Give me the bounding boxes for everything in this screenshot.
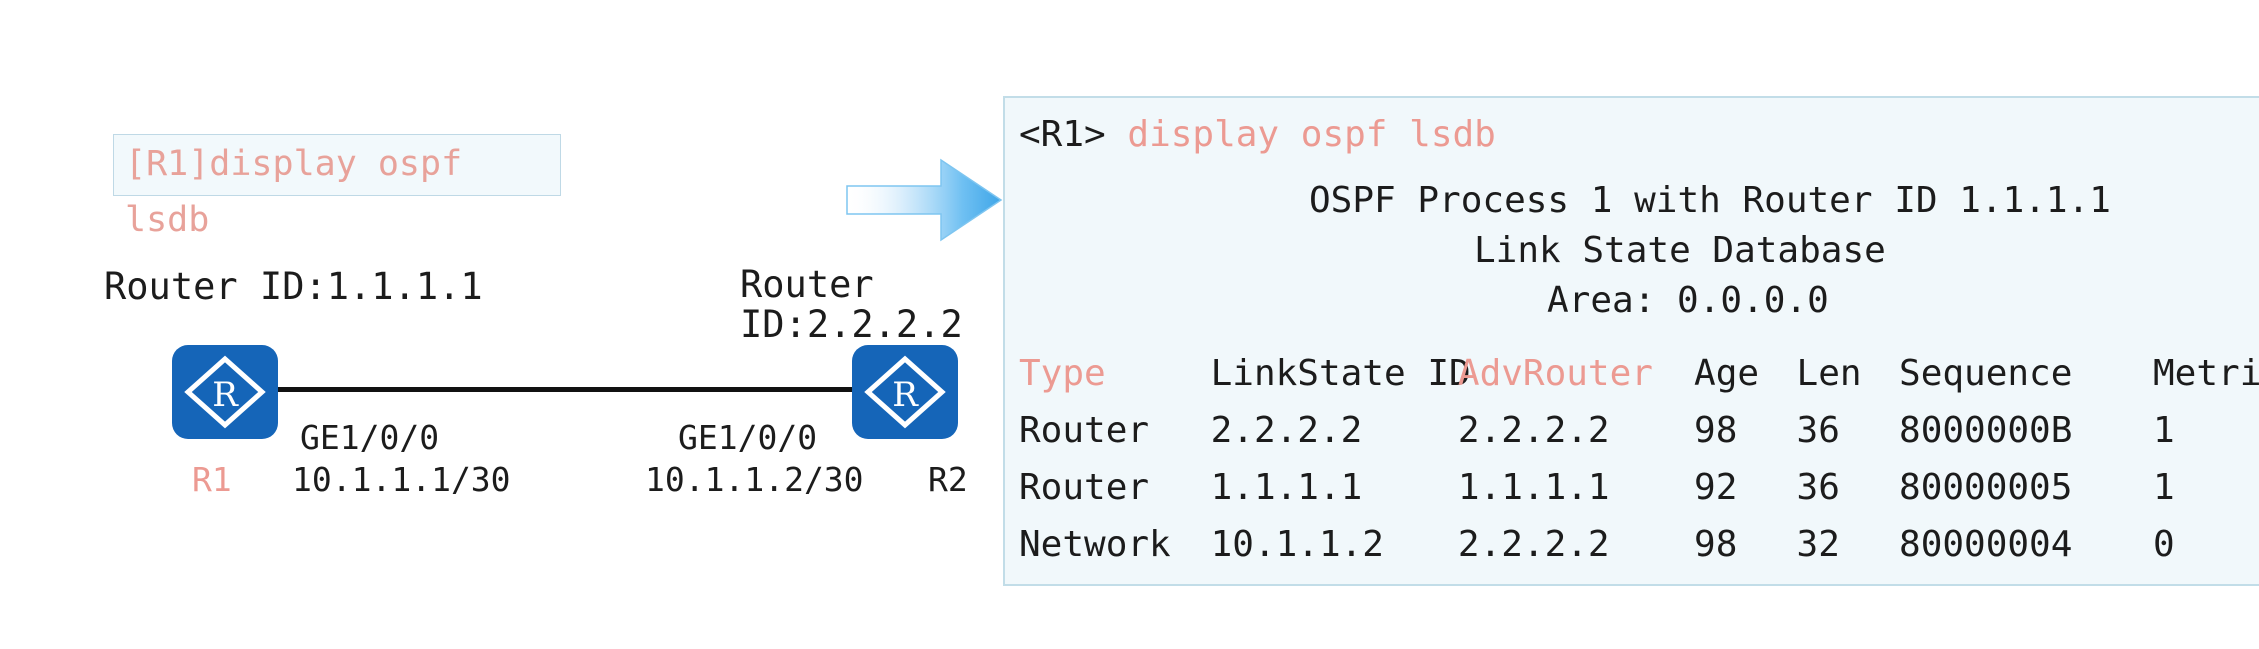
- cell-metric: 1: [2153, 409, 2175, 451]
- topology-diagram: [R1]display ospf lsdb Router ID:1.1.1.1 …: [0, 0, 1000, 649]
- cell-sequence: 80000004: [1899, 523, 2073, 565]
- router-icon-r1: R: [172, 345, 278, 439]
- cell-advrouter: 1.1.1.1: [1457, 466, 1610, 508]
- cell-sequence: 80000005: [1899, 466, 2073, 508]
- lsdb-title: Link State Database: [1474, 230, 1886, 272]
- column-header-sequence: Sequence: [1899, 352, 2073, 394]
- cell-age: 98: [1694, 409, 1738, 451]
- cell-metric: 0: [2153, 523, 2175, 565]
- command-text-line-2: lsdb: [125, 200, 210, 240]
- cell-len: 32: [1796, 523, 1840, 565]
- device-name-r2: R2: [928, 460, 968, 499]
- right-arrow-icon: [845, 150, 1005, 250]
- interface-label-left: GE1/0/0: [300, 418, 440, 457]
- svg-text:R: R: [212, 375, 239, 415]
- ip-label-right: 10.1.1.2/30: [645, 460, 864, 499]
- area-header: Area: 0.0.0.0: [1547, 280, 1829, 322]
- interface-label-right: GE1/0/0: [678, 418, 818, 457]
- cell-lsid: 1.1.1.1: [1210, 466, 1363, 508]
- ip-label-left: 10.1.1.1/30: [292, 460, 511, 499]
- table-row: Router 2.2.2.2 2.2.2.2 98 36 8000000B 1: [1019, 402, 2259, 459]
- terminal-output-panel: <R1> display ospf lsdb OSPF Process 1 wi…: [1003, 96, 2259, 586]
- lsdb-table: Type LinkState ID AdvRouter Age Len Sequ…: [1019, 345, 2259, 573]
- cell-type: Router: [1019, 409, 1150, 451]
- cell-advrouter: 2.2.2.2: [1457, 409, 1610, 451]
- column-header-advrouter: AdvRouter: [1457, 352, 1653, 394]
- router-right-id-label: Router ID:2.2.2.2: [740, 263, 963, 346]
- link-connection-line: [272, 387, 892, 392]
- ospf-process-header: OSPF Process 1 with Router ID 1.1.1.1: [1309, 180, 2111, 222]
- router-icon-r2: R: [852, 345, 958, 439]
- column-header-type: Type: [1019, 352, 1106, 394]
- cell-type: Network: [1019, 523, 1171, 565]
- cell-metric: 1: [2153, 466, 2175, 508]
- cell-lsid: 10.1.1.2: [1210, 523, 1384, 565]
- cell-age: 92: [1694, 466, 1738, 508]
- column-header-linkstate-id: LinkState ID: [1210, 352, 1471, 394]
- cell-sequence: 8000000B: [1899, 409, 2073, 451]
- terminal-prompt-line: <R1> display ospf lsdb: [1019, 114, 2259, 155]
- cell-type: Router: [1019, 466, 1150, 508]
- column-header-len: Len: [1796, 352, 1862, 394]
- command-text-line-1: [R1]display ospf: [125, 144, 463, 184]
- command-callout-box: [113, 134, 561, 196]
- terminal-command: display ospf lsdb: [1127, 114, 1496, 155]
- cell-len: 36: [1796, 466, 1840, 508]
- cell-lsid: 2.2.2.2: [1210, 409, 1363, 451]
- column-header-age: Age: [1694, 352, 1760, 394]
- cell-len: 36: [1796, 409, 1840, 451]
- column-header-metric: Metric: [2153, 352, 2259, 394]
- svg-text:R: R: [892, 375, 919, 415]
- table-row: Network 10.1.1.2 2.2.2.2 98 32 80000004 …: [1019, 516, 2259, 573]
- device-name-r1: R1: [192, 460, 232, 499]
- cell-age: 98: [1694, 523, 1738, 565]
- router-left-id-label: Router ID:1.1.1.1: [104, 265, 483, 308]
- table-header-row: Type LinkState ID AdvRouter Age Len Sequ…: [1019, 345, 2259, 402]
- terminal-prompt: <R1>: [1019, 114, 1106, 155]
- table-row: Router 1.1.1.1 1.1.1.1 92 36 80000005 1: [1019, 459, 2259, 516]
- cell-advrouter: 2.2.2.2: [1457, 523, 1610, 565]
